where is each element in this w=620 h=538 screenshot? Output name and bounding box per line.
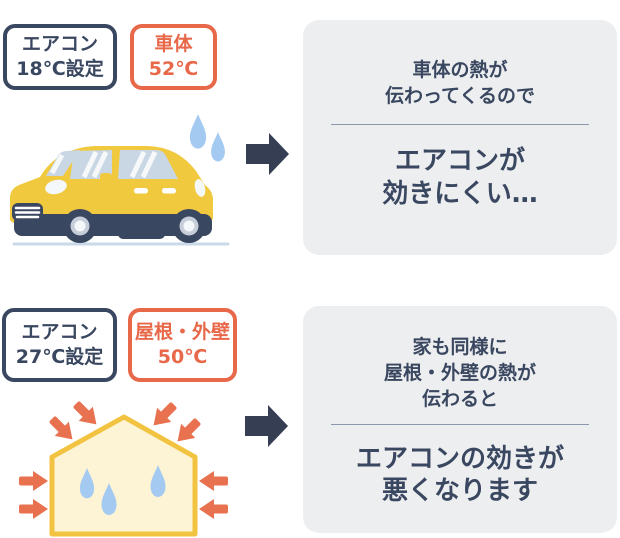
house-aircon-setting-line2: 27℃設定 (15, 346, 104, 368)
headlight (45, 179, 67, 195)
panel-divider (331, 124, 589, 125)
house-effect-line2: 悪くなります (381, 476, 538, 506)
rear-wheel (172, 209, 206, 243)
roof-wall-temp-line2: 50℃ (157, 346, 208, 368)
roof-wall-temp-badge: 屋根・外壁 50℃ (128, 308, 237, 382)
car-aircon-setting-line2: 18℃設定 (16, 58, 104, 80)
car-cause-line2: 伝わってくるので (384, 85, 536, 107)
heat-arrow-icon (199, 499, 228, 519)
door-handles (134, 188, 176, 194)
car-cause-line1: 車体の熱が (412, 59, 508, 81)
house-cause-line2: 屋根・外壁の熱が (383, 362, 536, 384)
panel-divider (331, 424, 589, 425)
heat-arrow-icon (19, 499, 48, 519)
car-effect-text: エアコンが効きにくい… (303, 145, 617, 211)
house-cause-text: 家も同様に屋根・外壁の熱が伝わると (303, 306, 617, 412)
car-aircon-setting-line1: エアコン (21, 33, 98, 55)
right-arrow-icon (245, 405, 288, 447)
tail-light (194, 179, 206, 197)
house-shape (49, 414, 198, 537)
car-result-panel: 車体の熱が伝わってくるので エアコンが効きにくい… (303, 20, 617, 255)
heat-arrow-icon (146, 397, 182, 433)
house-cause-line1: 家も同様に (412, 336, 508, 358)
heat-arrow-icon (68, 396, 104, 432)
car-body-temp-badge: 車体 52℃ (130, 24, 217, 90)
heat-arrow-icon (199, 471, 228, 491)
car-sill (118, 228, 165, 239)
car-aircon-setting-badge: エアコン 18℃設定 (3, 24, 117, 90)
house-cause-line3: 伝わると (421, 388, 498, 410)
heat-arrow-icon (19, 471, 48, 491)
car-body-temp-line1: 車体 (154, 33, 193, 55)
car-effect-line1: エアコンが (394, 146, 525, 176)
front-grille (12, 203, 43, 221)
water-drop-icon (211, 132, 225, 162)
roof-wall-temp-line1: 屋根・外壁 (134, 321, 230, 343)
house-aircon-setting-badge: エアコン 27℃設定 (2, 308, 117, 382)
car-cause-text: 車体の熱が伝わってくるので (303, 20, 617, 109)
side-mirror (100, 173, 112, 182)
car-windows (46, 150, 178, 179)
window-reflections (49, 150, 158, 179)
house-result-panel: 家も同様に屋根・外壁の熱が伝わると エアコンの効きが悪くなります (303, 306, 617, 533)
car-body-temp-line2: 52℃ (148, 58, 199, 80)
infographic-canvas: エアコン 18℃設定 車体 52℃ (0, 18, 620, 538)
car-illustration (10, 114, 230, 246)
house-effect-text: エアコンの効きが悪くなります (303, 443, 617, 507)
right-arrow-icon (246, 133, 289, 175)
house-aircon-setting-line1: エアコン (21, 321, 98, 343)
car-effect-line2: 効きにくい… (382, 179, 538, 209)
water-drop-icon (189, 114, 207, 149)
house-effect-line1: エアコンの効きが (355, 444, 564, 474)
front-wheel (63, 209, 97, 243)
heat-arrow-icon (44, 411, 80, 447)
